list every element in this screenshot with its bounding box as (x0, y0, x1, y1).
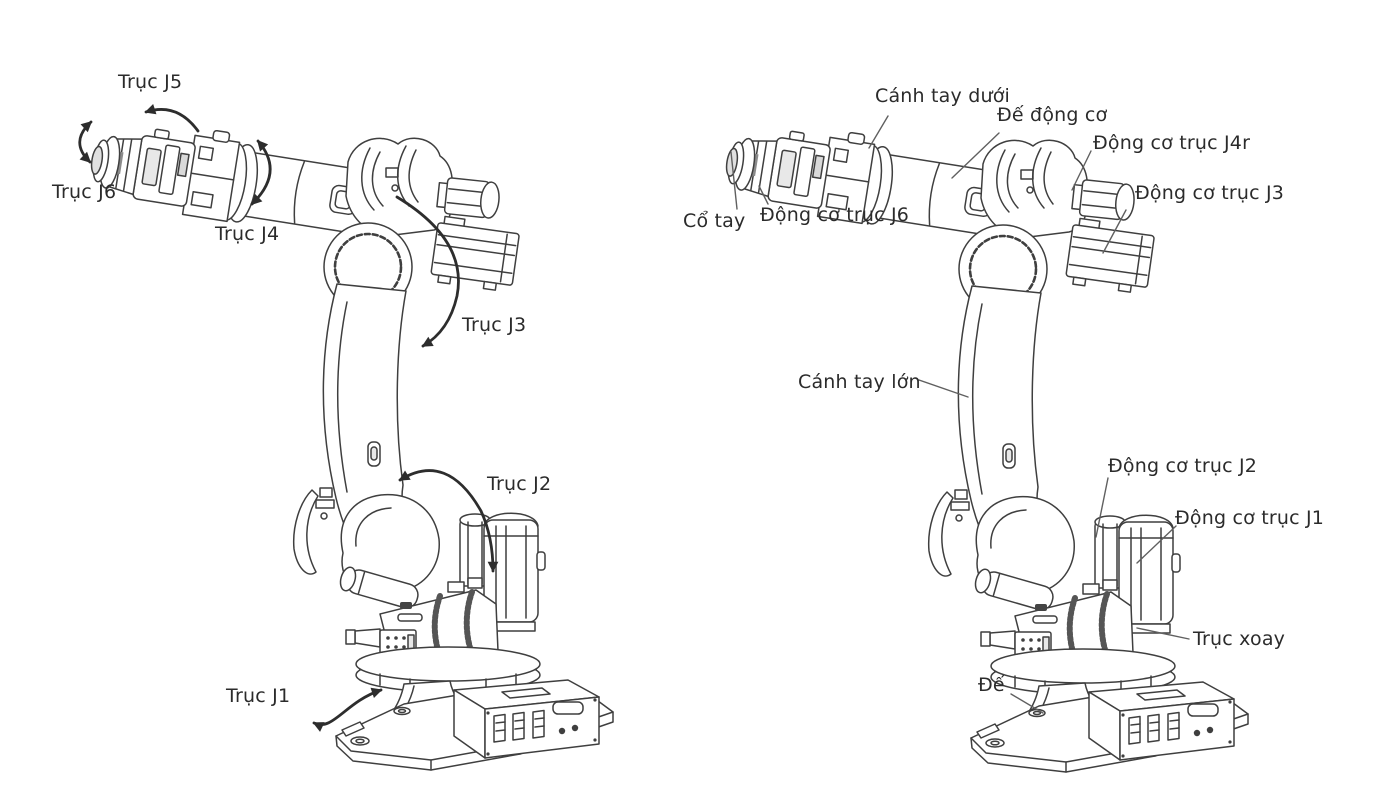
truc-j2-arrow (398, 469, 499, 573)
component-leader-lines (730, 115, 1190, 714)
label-dong-co-truc-j3: Động cơ trục J3 (1135, 182, 1285, 204)
label-truc-j2: Trục J2 (487, 473, 552, 495)
truc-j6-arrow (78, 120, 93, 164)
label-truc-j1: Trục J1 (226, 685, 291, 707)
truc-j4-arrow (250, 139, 272, 206)
label-canh-tay-lon: Cánh tay lớn (798, 371, 921, 393)
dong-co-truc-j6-leader (758, 185, 769, 205)
canh-tay-duoi-leader (868, 115, 889, 149)
truc-j3-arrow (395, 195, 460, 348)
truc-j5-arrow (144, 104, 200, 133)
dong-co-truc-j4r-leader (1071, 150, 1092, 191)
label-dong-co-truc-j4r: Động cơ trục J4r (1093, 132, 1251, 154)
label-canh-tay-duoi: Cánh tay dưới (875, 85, 1011, 107)
label-truc-xoay: Trục xoay (1193, 628, 1286, 650)
label-dong-co-truc-j2: Động cơ trục J2 (1108, 455, 1258, 477)
de-leader (1010, 693, 1044, 714)
label-dong-co-truc-j1: Động cơ trục J1 (1175, 507, 1325, 529)
label-co-tay: Cổ tay (683, 210, 746, 232)
canh-tay-lon-leader (918, 379, 969, 398)
label-truc-j4: Trục J4 (215, 223, 280, 245)
label-dong-co-truc-j6: Động cơ trục J6 (760, 204, 910, 226)
label-de-dong-co: Đế động cơ (997, 104, 1108, 126)
truc-j1-arrow (312, 687, 383, 732)
co-tay-leader (730, 151, 738, 210)
de-dong-co-leader (951, 132, 1000, 179)
label-truc-j5: Trục J5 (118, 71, 183, 93)
truc-xoay-leader (1136, 627, 1190, 640)
label-truc-j6: Trục J6 (52, 181, 117, 203)
dong-co-truc-j2-leader (1095, 477, 1109, 538)
left-robot-figure (86, 112, 613, 770)
label-truc-j3: Trục J3 (462, 314, 527, 336)
dong-co-truc-j1-leader (1136, 525, 1177, 564)
label-de: Đế (978, 674, 1005, 696)
axis-rotation-arrows (78, 104, 499, 732)
dong-co-truc-j3-leader (1102, 209, 1127, 254)
